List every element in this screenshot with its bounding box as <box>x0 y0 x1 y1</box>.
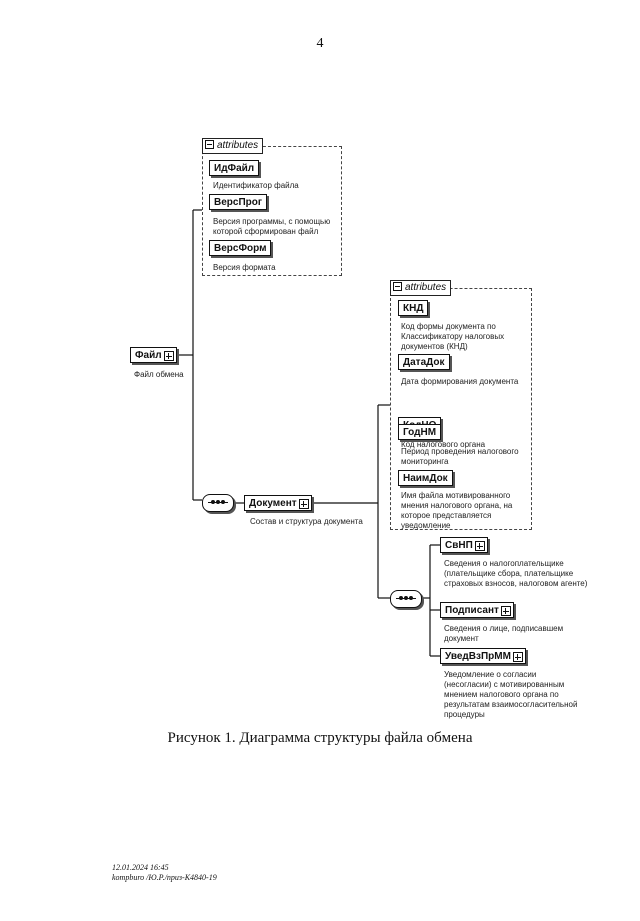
stamp-source: kompburo /Ю.Р./приз-К4840-19 <box>112 873 217 882</box>
file-attributes-tab[interactable]: attributes <box>202 138 264 154</box>
attr-datadok-description: Дата формирования документа <box>401 377 519 386</box>
attr-versprog-description: Версия программы, с помощью которой сфор… <box>213 217 331 236</box>
sequence-icon <box>390 590 422 608</box>
attr-knd[interactable]: КНД <box>398 300 429 316</box>
root-node-file[interactable]: Файл <box>130 347 177 363</box>
attr-naimdok[interactable]: НаимДок <box>398 470 453 486</box>
document-node-description: Состав и структура документа <box>250 517 363 526</box>
child-podpisant[interactable]: Подписант <box>440 602 514 618</box>
expand-icon[interactable] <box>474 541 485 551</box>
attr-idfile[interactable]: ИдФайл <box>209 160 260 176</box>
attr-kodno-description: Код налогового органа <box>401 440 486 449</box>
attr-versprog[interactable]: ВерсПрог <box>209 194 268 210</box>
collapse-icon[interactable] <box>393 282 402 291</box>
collapse-icon[interactable] <box>205 140 214 149</box>
expand-icon[interactable] <box>298 499 309 509</box>
attr-versform[interactable]: ВерсФорм <box>209 240 272 256</box>
sequence-icon <box>202 494 234 512</box>
child-uvedvzprmm[interactable]: УведВзПрММ <box>440 648 526 664</box>
root-node-description: Файл обмена <box>134 370 184 379</box>
expand-icon[interactable] <box>500 606 511 616</box>
child-svnp[interactable]: СвНП <box>440 537 488 553</box>
attr-idfile-description: Идентификатор файла <box>213 181 299 190</box>
document-node[interactable]: Документ <box>244 495 312 511</box>
attr-knd-description: Код формы документа по Классификатору на… <box>401 322 505 351</box>
attr-godnm-description: Период проведения налогового мониторинга <box>401 447 519 466</box>
stamp-date: 12.01.2024 16:45 <box>112 863 169 872</box>
document-attributes-tab[interactable]: attributes <box>390 280 452 296</box>
expand-icon[interactable] <box>163 351 174 361</box>
attr-naimdok-description: Имя файла мотивированного мнения налогов… <box>401 491 513 530</box>
page-number: 4 <box>316 36 324 51</box>
attr-datadok[interactable]: ДатаДок <box>398 354 450 370</box>
attr-versform-description: Версия формата <box>213 263 276 272</box>
child-svnp-description: Сведения о налогоплательщике (плательщик… <box>444 559 588 588</box>
child-uvedvzprmm-description: Уведомление о согласии (несогласии) с мо… <box>444 670 578 719</box>
attr-godnm-box[interactable]: ГодНМ <box>398 424 442 440</box>
figure-caption: Рисунок 1. Диаграмма структуры файла обм… <box>167 730 473 746</box>
expand-icon[interactable] <box>512 652 523 662</box>
print-stamp: 12.01.2024 16:45 kompburo /Ю.Р./приз-К48… <box>112 863 217 883</box>
document-attributes-group <box>390 288 532 530</box>
child-podpisant-description: Сведения о лице, подписавшем документ <box>444 624 564 643</box>
